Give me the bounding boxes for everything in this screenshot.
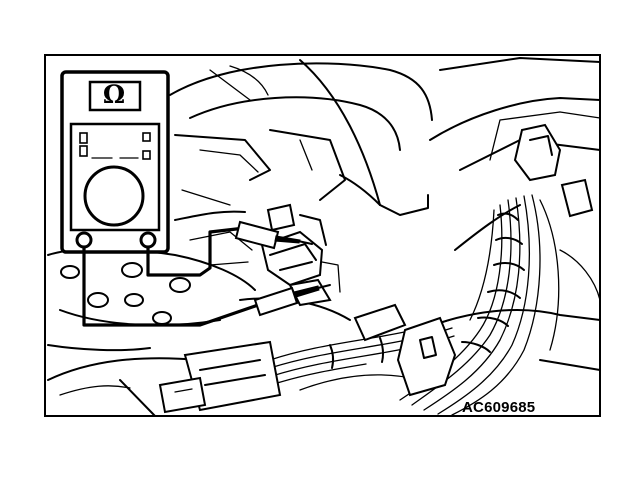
test-probe-icon bbox=[253, 284, 331, 317]
meter-unit-symbol: Ω bbox=[102, 80, 126, 109]
meter-jack-ohm bbox=[139, 231, 157, 249]
sensor-connector bbox=[249, 203, 341, 307]
test-probe-icon bbox=[234, 220, 313, 250]
figure-reference-code: AC609685 bbox=[462, 399, 536, 416]
test-leads bbox=[82, 226, 260, 327]
meter-display bbox=[88, 80, 142, 112]
figure-frame bbox=[44, 54, 601, 417]
ohmmeter-icon bbox=[60, 70, 170, 254]
meter-jack-common bbox=[75, 231, 93, 249]
meter-selector-dial bbox=[83, 165, 145, 227]
wiring-harness bbox=[158, 194, 560, 416]
